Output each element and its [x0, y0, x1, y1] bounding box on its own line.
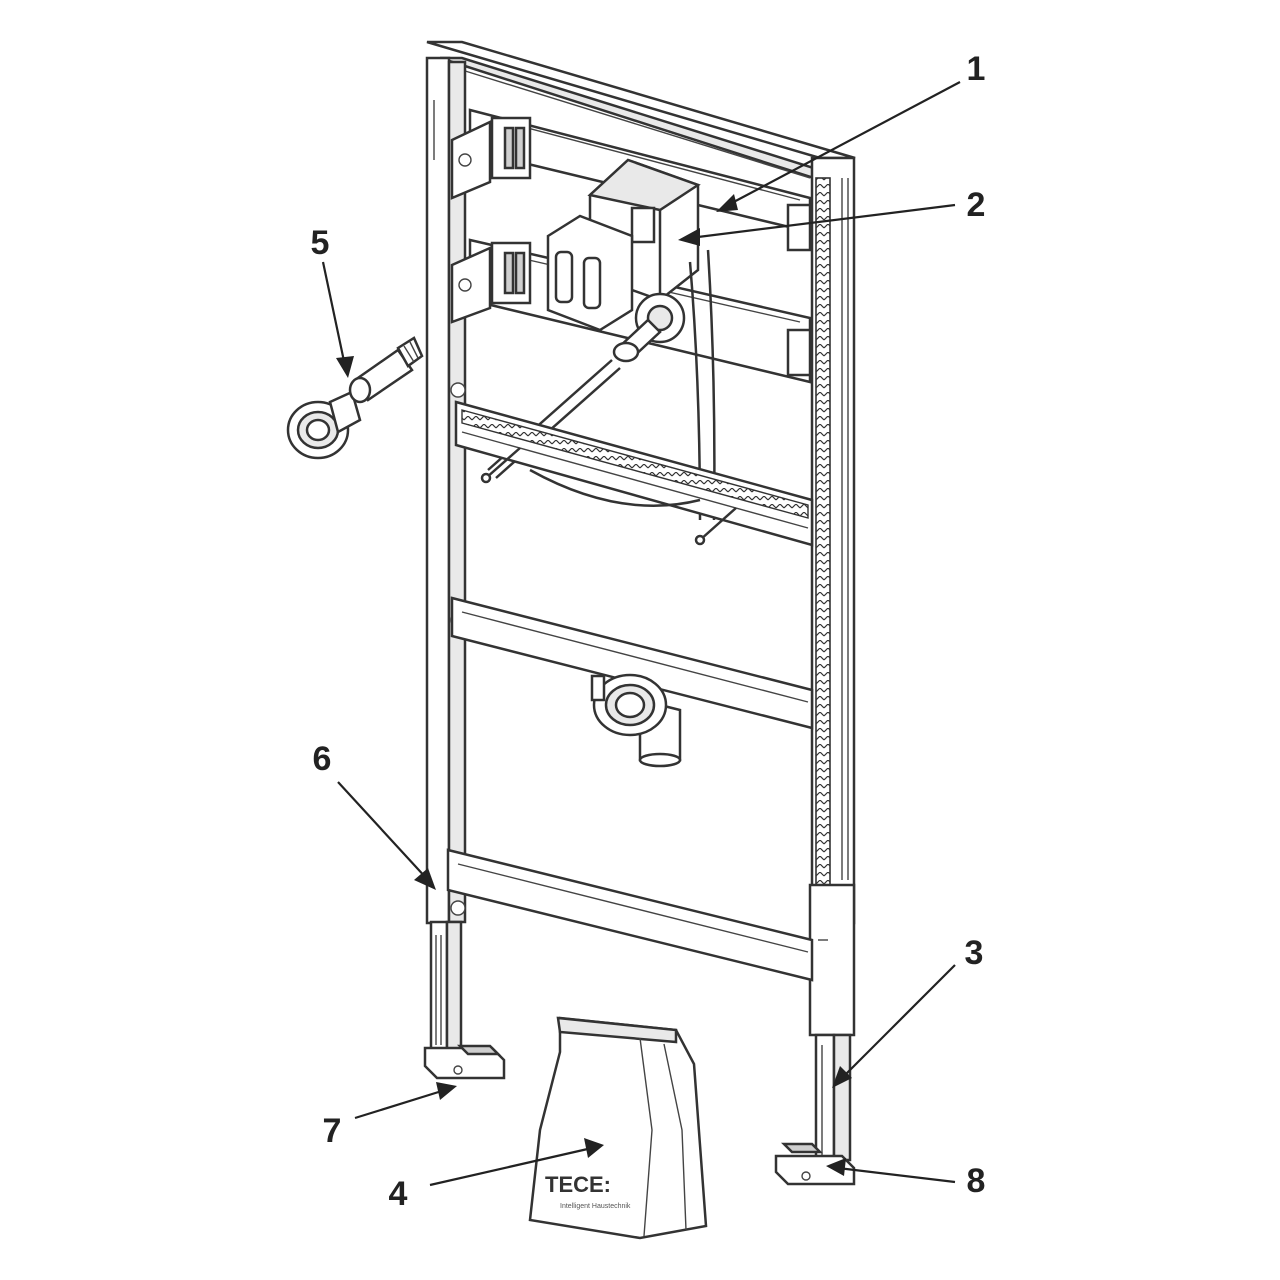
callout-7: 7 — [323, 1112, 342, 1150]
accessory-bag: TECE: Intelligent Haustechnik — [528, 1016, 708, 1240]
middle-crossbar — [450, 596, 814, 730]
callout-2: 2 — [967, 186, 986, 224]
flush-valve-housing — [546, 158, 701, 332]
lower-crossbar — [446, 848, 814, 982]
upper-crossbar — [454, 400, 814, 547]
callout-5: 5 — [311, 224, 330, 262]
left-foot-extension — [429, 920, 463, 1052]
leader-lines — [321, 81, 961, 1187]
callout-1: 1 — [967, 50, 986, 88]
bag-brand-text: TECE: — [545, 1172, 611, 1197]
callout-8: 8 — [967, 1162, 986, 1200]
mounting-frame — [423, 40, 856, 1186]
callout-6: 6 — [313, 740, 332, 778]
connection-fitting — [286, 336, 424, 460]
callout-4: 4 — [389, 1175, 408, 1213]
right-foot-extension — [814, 1033, 852, 1162]
left-foot-plate — [423, 1044, 506, 1080]
drain-elbow — [590, 673, 682, 768]
right-post — [808, 156, 856, 1037]
callout-numbers: 1 2 3 4 5 6 7 8 — [311, 50, 986, 1213]
callout-3: 3 — [965, 934, 984, 972]
bag-tagline: Intelligent Haustechnik — [560, 1203, 631, 1210]
